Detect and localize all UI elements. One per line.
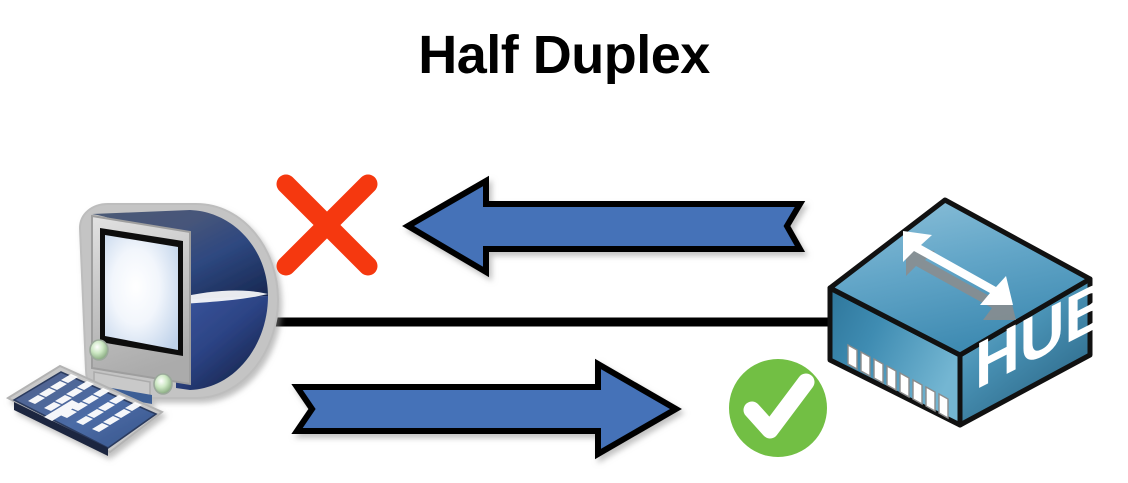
page-title: Half Duplex bbox=[418, 25, 710, 85]
green-check-icon bbox=[729, 359, 827, 457]
monitor-crt-lower bbox=[176, 296, 268, 390]
keyboard-keys bbox=[28, 374, 142, 432]
outbound-arrow-shape bbox=[291, 358, 683, 460]
monitor-highlight bbox=[178, 290, 268, 304]
flow-arrow-inbound bbox=[402, 175, 806, 278]
monitor-led-right bbox=[153, 373, 173, 395]
desktop-computer-icon bbox=[5, 203, 280, 456]
keyboard-edge bbox=[14, 402, 108, 456]
monitor-screen bbox=[105, 235, 178, 350]
hub-face-top bbox=[827, 197, 1093, 358]
red-x-icon bbox=[276, 174, 378, 276]
hub-arrow-glyph bbox=[903, 231, 1013, 305]
network-hub-icon: HUB bbox=[827, 197, 1109, 428]
hub-bidirectional-arrow-icon bbox=[903, 231, 1016, 320]
flow-arrow-outbound bbox=[291, 358, 683, 460]
hub-ports bbox=[847, 343, 949, 420]
keyboard-icon bbox=[5, 364, 164, 456]
monitor-led-left bbox=[89, 339, 109, 361]
check-glyph bbox=[743, 373, 815, 439]
inbound-arrow-shape bbox=[402, 175, 806, 278]
x-stroke-2 bbox=[276, 174, 378, 276]
